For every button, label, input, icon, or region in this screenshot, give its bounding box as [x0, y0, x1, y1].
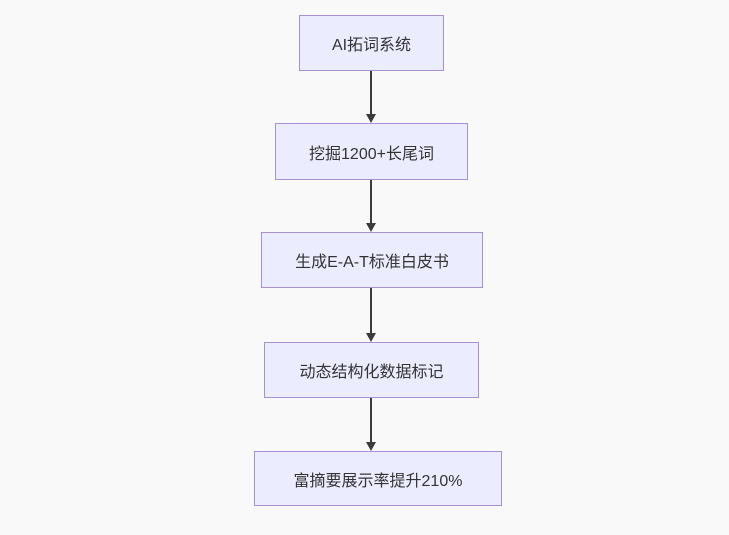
flowchart-node-mine-longtail-keywords: 挖掘1200+长尾词: [275, 123, 468, 180]
flowchart-node-ai-word-expansion-system: AI拓词系统: [299, 15, 444, 71]
arrow-line: [370, 398, 372, 442]
arrow-line: [370, 288, 372, 333]
arrow-down-edge-4: [365, 398, 377, 451]
arrow-down-edge-1: [365, 71, 377, 123]
arrow-line: [370, 180, 372, 223]
flowchart-node-dynamic-structured-data-markup: 动态结构化数据标记: [264, 342, 479, 398]
flowchart-node-rich-snippet-rate-increase: 富摘要展示率提升210%: [254, 451, 502, 506]
arrowhead-down-icon: [366, 223, 376, 232]
arrow-down-edge-3: [365, 288, 377, 342]
arrow-line: [370, 71, 372, 114]
arrowhead-down-icon: [366, 114, 376, 123]
arrow-down-edge-2: [365, 180, 377, 232]
arrowhead-down-icon: [366, 442, 376, 451]
flowchart-node-generate-eat-whitepaper: 生成E-A-T标准白皮书: [261, 232, 483, 288]
arrowhead-down-icon: [366, 333, 376, 342]
